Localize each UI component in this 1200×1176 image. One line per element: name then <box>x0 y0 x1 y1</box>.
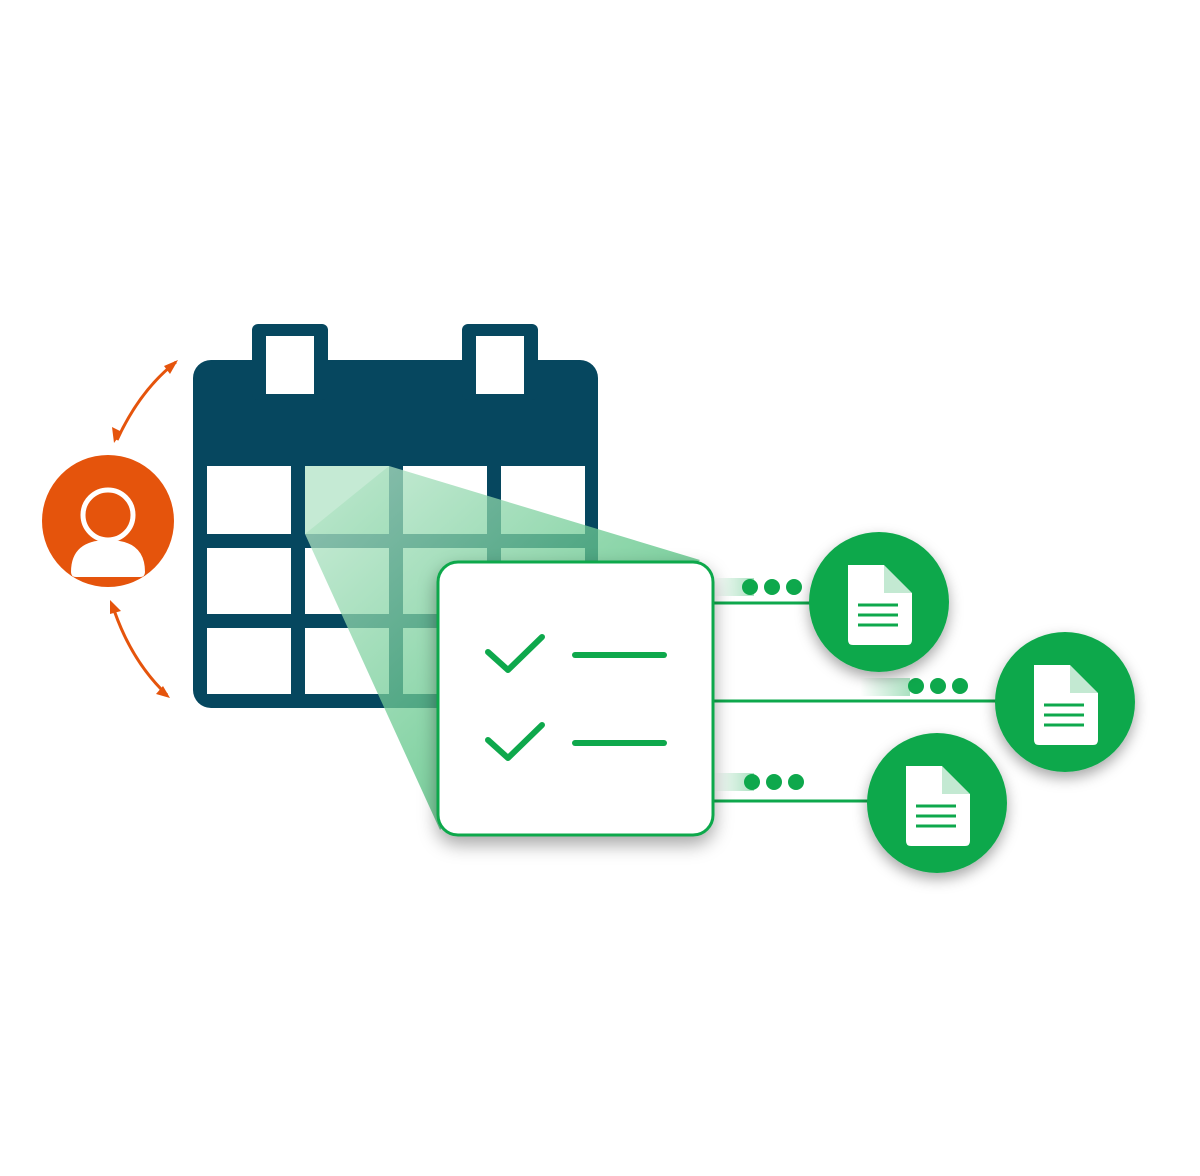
document-icon <box>809 532 949 672</box>
checklist-icon <box>436 560 715 837</box>
checkmark-icon <box>485 634 545 673</box>
user-icon <box>42 455 174 587</box>
connectors <box>714 578 998 803</box>
document-icon <box>995 632 1135 772</box>
document-icon <box>867 733 1007 873</box>
checklist-item <box>485 634 667 673</box>
checkmark-icon <box>485 722 545 761</box>
checklist-item <box>485 722 667 761</box>
